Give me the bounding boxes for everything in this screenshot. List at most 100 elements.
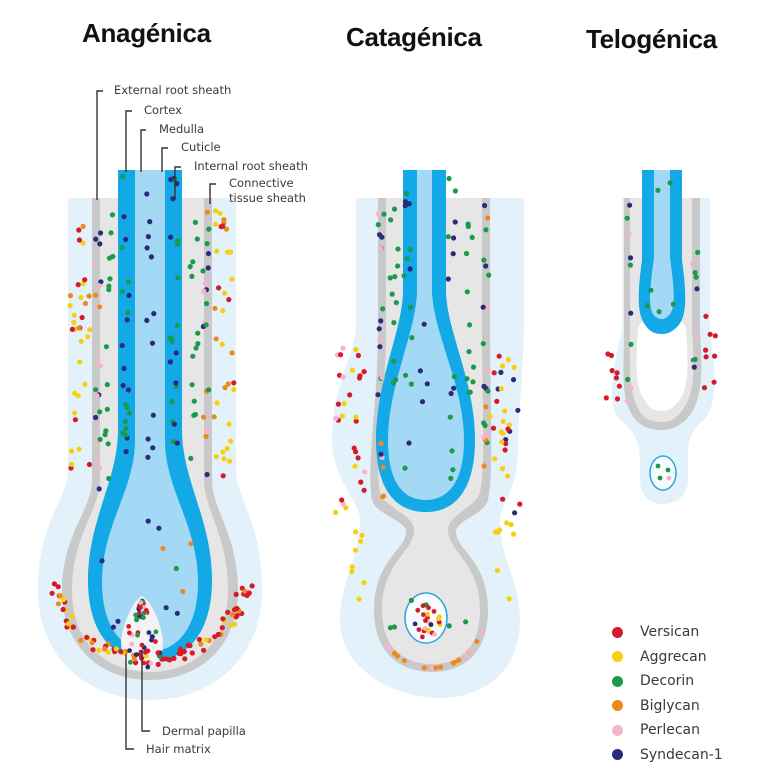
decorin-marker-dot [692,356,698,362]
decorin-marker-dot [408,304,414,310]
biglycan-marker-dot [223,226,230,232]
versican-marker-dot [609,368,615,374]
syndecan1-marker-dot [483,263,489,269]
decorin-marker-dot [126,410,133,416]
perlecan-marker-dot [624,398,630,404]
decorin-marker-dot [125,310,131,316]
catagen-follicle [332,170,524,698]
decorin-marker-dot [190,353,196,359]
legend-item-syndecan1: Syndecan-1 [612,743,723,768]
syndecan1-marker-dot [110,624,116,630]
label-medulla: Medulla [159,122,204,136]
versican-marker-dot [517,501,523,507]
versican-marker-dot [143,649,148,655]
leader-dermal-papilla [141,650,150,732]
decorin-marker-dot [693,274,699,280]
decorin-marker-dot [692,270,698,276]
biglycan-marker-dot [204,209,211,215]
aggrecan-marker-dot [222,290,228,296]
decorin-marker-dot [93,387,99,393]
syndecan1-marker-dot [451,235,457,241]
versican-marker-dot [244,592,250,599]
syndecan1-marker-dot [628,310,634,316]
perlecan-marker-dot [484,305,491,311]
aggrecan-marker-dot [499,439,505,445]
versican-marker-dot [502,447,508,453]
legend-label: Aggrecan [640,648,707,665]
aggrecan-marker-dot [85,334,91,340]
decorin-marker-dot [153,629,159,635]
biglycan-marker-dot [438,664,444,670]
syndecan1-marker-dot [627,202,633,208]
versican-marker-dot [420,603,426,609]
versican-marker-dot [178,651,184,657]
decorin-marker-dot [656,309,662,315]
leader-internal-root-sheath [174,166,181,200]
aggrecan-marker-dot [498,386,504,392]
aggrecan-marker-dot [341,400,347,407]
decorin-marker-dot [109,212,116,218]
aggrecan-marker-dot [505,357,511,363]
decorin-marker-dot [110,253,116,260]
biglycan-marker-dot [201,414,207,420]
decorin-marker-dot [448,475,454,481]
syndecan1-marker-dot [163,605,169,611]
decorin-marker-dot [390,380,396,386]
versican-marker-dot [491,370,497,376]
aggrecan-marker-dot [71,312,77,318]
aggrecan-marker-dot [71,319,77,325]
versican-marker-dot [231,380,237,386]
decorin-marker-dot [192,219,198,225]
decorin-marker-dot [200,268,206,274]
aggrecan-marker-dot [505,473,511,479]
perlecan-marker-dot [479,628,485,634]
telogen-dermal-papilla [649,455,677,491]
decorin-marker-dot [119,289,125,295]
decorin-marker-dot [387,275,393,281]
syndecan1-marker-dot [452,219,458,225]
versican-marker-dot [338,352,344,358]
syndecan1-marker-dot [146,630,152,635]
syndecan1-marker-dot [428,622,434,627]
versican-marker-dot [70,624,76,630]
decorin-marker-dot [408,381,414,387]
anagen-follicle [38,170,262,700]
decorin-marker-dot [157,654,163,659]
aggrecan-marker-dot [96,647,102,653]
aggrecan-marker-dot [359,532,365,539]
versican-marker-dot [233,591,239,598]
versican-marker-dot [76,237,82,243]
syndecan1-marker-dot [376,326,382,332]
decorin-marker-dot [482,422,488,429]
perlecan-marker-dot [138,600,144,605]
decorin-marker-dot [120,173,126,179]
aggrecan-marker-dot [343,505,349,511]
decorin-marker-dot [670,301,677,307]
decorin-marker-dot [480,341,486,347]
label-hair-matrix: Hair matrix [146,742,211,756]
versican-marker-dot [155,650,161,656]
legend-dot-aggrecan-icon [612,651,623,663]
syndecan1-marker-dot [377,344,383,350]
aggrecan-marker-dot [217,210,223,216]
decorin-marker-dot [133,612,139,618]
biglycan-marker-dot [381,493,387,499]
biglycan-marker-dot [378,440,384,447]
legend-item-aggrecan: Aggrecan [612,645,723,670]
syndecan1-marker-dot [126,292,132,298]
aggrecan-marker-dot [506,596,512,602]
biglycan-marker-dot [433,665,439,671]
leader-hair-matrix [125,655,134,750]
syndecan1-marker-dot [378,451,384,457]
aggrecan-marker-dot [494,567,500,574]
decorin-marker-dot [102,432,108,438]
syndecan1-marker-dot [150,445,156,451]
syndecan1-marker-dot [134,652,139,657]
biglycan-marker-dot [89,640,95,646]
syndecan1-marker-dot [168,234,174,240]
aggrecan-marker-dot [229,276,235,282]
aggrecan-marker-dot [232,621,238,627]
syndecan1-marker-dot [120,382,126,389]
legend-label: Biglycan [640,697,700,714]
